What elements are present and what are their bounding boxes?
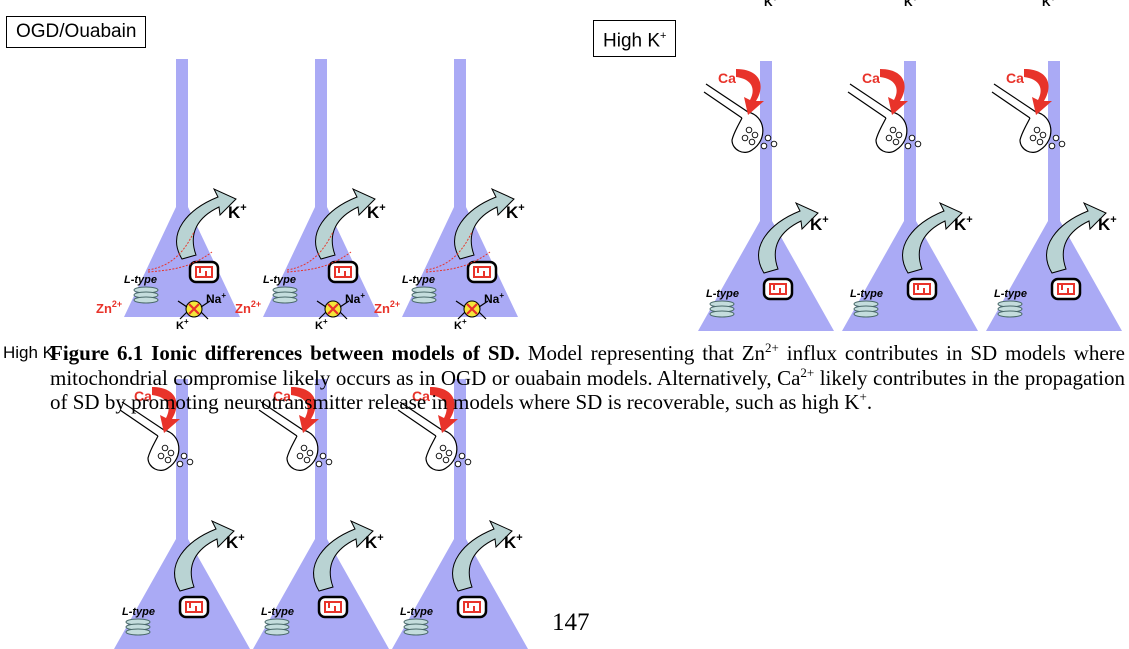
ca-ion-label: Ca2+ bbox=[134, 387, 162, 404]
k-ion-label: K+ bbox=[1098, 214, 1117, 234]
highk-neuron-2: Ca2+ K+ L-type bbox=[842, 61, 978, 331]
k-ion-label: K+ bbox=[365, 532, 384, 552]
highk-panel-label: High K+ bbox=[593, 20, 677, 58]
highk-neuron-1: Ca2+ K+ L-type bbox=[698, 61, 834, 331]
k-ion-label: K+ bbox=[954, 214, 973, 234]
k-ion-cutoff-label: K+ bbox=[1042, 0, 1055, 9]
na-ion-label: Na+ bbox=[484, 291, 504, 306]
k-ion-label: K+ bbox=[228, 202, 247, 222]
ca-ion-label: Ca2+ bbox=[718, 69, 746, 86]
ltype-label: L-type bbox=[994, 288, 1027, 300]
figure-caption: Figure 6.1 Ionic differences between mod… bbox=[50, 340, 1125, 414]
k-ion-small-label: K+ bbox=[315, 317, 328, 332]
ogd-neuron-2: K+ L-type Zn2+ Na+ K+ bbox=[235, 59, 386, 332]
ca-ion-label: Ca2+ bbox=[862, 69, 890, 86]
k-ion-label: K+ bbox=[226, 532, 245, 552]
k-ion-label: K+ bbox=[504, 532, 523, 552]
k-ion-label: K+ bbox=[506, 202, 525, 222]
ltype-label: L-type bbox=[400, 606, 433, 618]
ltype-label: L-type bbox=[263, 274, 296, 286]
ltype-label: L-type bbox=[124, 274, 157, 286]
k-ion-label: K+ bbox=[810, 214, 829, 234]
overlap-neuron-1: Ca2+ K+ L-type bbox=[114, 379, 250, 649]
highk-overlap-label: High K bbox=[3, 343, 55, 362]
k-ion-cutoff-label: K+ bbox=[904, 0, 917, 9]
page-number: 147 bbox=[552, 609, 590, 636]
ltype-label: L-type bbox=[122, 606, 155, 618]
ltype-label: L-type bbox=[850, 288, 883, 300]
zn-ion-label: Zn2+ bbox=[374, 299, 400, 316]
ogd-panel-label: OGD/Ouabain bbox=[6, 16, 147, 48]
na-ion-label: Na+ bbox=[206, 291, 226, 306]
overlap-neuron-3: Ca2+ K+ L-type bbox=[392, 379, 528, 649]
k-ion-small-label: K+ bbox=[176, 317, 189, 332]
ltype-label: L-type bbox=[706, 288, 739, 300]
zn-ion-label: Zn2+ bbox=[96, 299, 122, 316]
k-ion-small-label: K+ bbox=[454, 317, 467, 332]
ca-ion-label: Ca2+ bbox=[273, 387, 301, 404]
k-ion-cutoff-label: K+ bbox=[764, 0, 777, 9]
ca-ion-label: Ca2+ bbox=[412, 387, 440, 404]
ltype-label: L-type bbox=[261, 606, 294, 618]
ogd-neuron-1: K+ L-type Zn2+ Na+ K+ bbox=[96, 59, 247, 332]
figure-caption-label: Figure 6.1 Ionic differences between mod… bbox=[50, 341, 520, 365]
highk-neuron-3: Ca2+ K+ L-type bbox=[986, 61, 1122, 331]
k-ion-label: K+ bbox=[367, 202, 386, 222]
zn-ion-label: Zn2+ bbox=[235, 299, 261, 316]
ca-ion-label: Ca2+ bbox=[1006, 69, 1034, 86]
overlap-neuron-2: Ca2+ K+ L-type bbox=[253, 379, 389, 649]
ltype-label: L-type bbox=[402, 274, 435, 286]
na-ion-label: Na+ bbox=[345, 291, 365, 306]
ogd-neuron-3: K+ L-type Zn2+ Na+ K+ bbox=[374, 59, 525, 332]
